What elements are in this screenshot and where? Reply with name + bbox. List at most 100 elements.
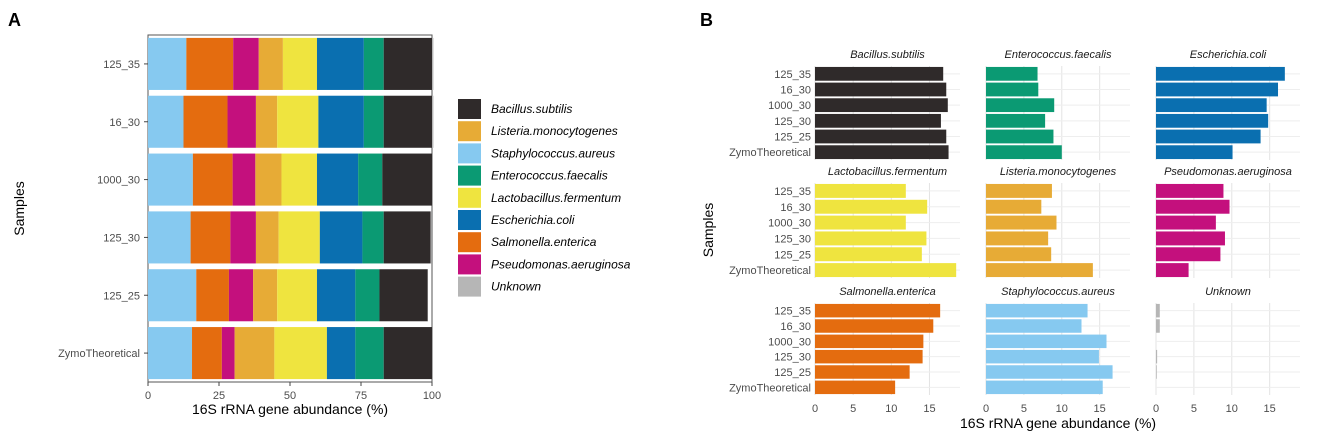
x-tick-label-b-10: 10	[885, 403, 897, 415]
facet-panel-lactobacillus-fermentum	[815, 183, 960, 278]
bar-b-escherichia-coli-16-30	[1156, 82, 1279, 97]
y-tick-label-b-16-30: 16_30	[780, 85, 811, 97]
legend-label-escherichia-coli: Escherichia.coli	[491, 213, 575, 227]
bar-b-unknown-125-25	[1156, 365, 1157, 379]
bar-a-125-30-enterococcus-faecalis	[362, 211, 384, 264]
bar-b-salmonella-enterica-125-25	[815, 365, 910, 379]
x-tick-label-b-5: 5	[1191, 403, 1197, 415]
legend-label-bacillus-subtilis: Bacillus.subtilis	[491, 102, 572, 116]
x-tick-label-b-10: 10	[1226, 403, 1238, 415]
bar-a-125-35-bacillus-subtilis	[383, 37, 432, 90]
bar-a-125-25-escherichia-coli	[316, 269, 356, 322]
bar-a-1000-30-enterococcus-faecalis	[358, 153, 383, 206]
bar-a-16-30-escherichia-coli	[318, 95, 364, 148]
bar-a-16-30-lactobacillus-fermentum	[277, 95, 319, 148]
legend-swatch-salmonella-enterica	[458, 232, 481, 253]
facet-panel-listeria-monocytogenes	[986, 183, 1130, 278]
legend-swatch-bacillus-subtilis	[458, 99, 481, 119]
bar-b-lactobacillus-fermentum-zymotheoretical	[815, 263, 957, 278]
bar-b-lactobacillus-fermentum-125-30	[815, 231, 927, 246]
bar-a-16-30-salmonella-enterica	[183, 95, 228, 148]
bar-a-16-30-pseudomonas-aeruginosa	[227, 95, 256, 148]
bar-b-lactobacillus-fermentum-16-30	[815, 199, 928, 214]
bar-a-zymotheoretical-enterococcus-faecalis	[355, 327, 384, 380]
bar-b-listeria-monocytogenes-125-35	[986, 183, 1052, 198]
bar-a-1000-30-lactobacillus-fermentum	[281, 153, 317, 206]
facet-panel-salmonella-enterica	[815, 303, 960, 395]
bar-a-1000-30-listeria-monocytogenes	[255, 153, 282, 206]
legend-swatch-listeria-monocytogenes	[458, 121, 481, 142]
legend-label-enterococcus-faecalis: Enterococcus.faecalis	[491, 169, 608, 183]
y-tick-label-a-zymotheoretical: ZymoTheoretical	[58, 348, 140, 360]
bar-a-125-35-staphylococcus-aureus	[148, 37, 187, 90]
x-tick-label-a-75: 75	[355, 390, 367, 402]
bar-b-listeria-monocytogenes-125-30	[986, 231, 1049, 246]
bar-b-escherichia-coli-125-35	[1156, 66, 1285, 81]
y-tick-label-b-zymotheoretical: ZymoTheoretical	[729, 147, 811, 159]
facet-title-salmonella-enterica: Salmonella.enterica	[839, 286, 936, 298]
y-tick-label-b-16-30: 16_30	[780, 321, 811, 333]
bar-a-1000-30-pseudomonas-aeruginosa	[232, 153, 256, 206]
bar-a-125-25-lactobacillus-fermentum	[277, 269, 317, 322]
facet-title-staphylococcus-aureus: Staphylococcus.aureus	[1001, 286, 1115, 298]
bar-b-pseudomonas-aeruginosa-125-35	[1156, 183, 1224, 198]
y-tick-label-a-125-25: 125_25	[103, 290, 140, 302]
bar-b-staphylococcus-aureus-125-30	[986, 349, 1099, 364]
x-tick-label-b-0: 0	[1153, 403, 1159, 415]
facet-title-bacillus-subtilis: Bacillus.subtilis	[850, 49, 925, 61]
bar-b-staphylococcus-aureus-125-35	[986, 303, 1088, 318]
bar-a-zymotheoretical-bacillus-subtilis	[383, 327, 432, 380]
bar-a-125-30-bacillus-subtilis	[383, 211, 431, 264]
bar-b-escherichia-coli-125-30	[1156, 113, 1269, 128]
bar-a-1000-30-staphylococcus-aureus	[148, 153, 193, 206]
x-tick-label-a-100: 100	[423, 390, 441, 402]
y-tick-label-b-125-30: 125_30	[774, 352, 811, 364]
x-tick-label-b-15: 15	[1094, 403, 1106, 415]
facet-title-pseudomonas-aeruginosa: Pseudomonas.aeruginosa	[1164, 166, 1292, 178]
bar-a-125-35-enterococcus-faecalis	[363, 37, 384, 90]
bar-b-listeria-monocytogenes-125-25	[986, 247, 1052, 262]
bar-a-125-35-salmonella-enterica	[186, 37, 234, 90]
y-tick-label-b-125-25: 125_25	[774, 367, 811, 379]
y-tick-label-b-125-35: 125_35	[774, 186, 811, 198]
y-axis-title-a: Samples	[11, 181, 27, 235]
bar-b-enterococcus-faecalis-1000-30	[986, 98, 1055, 113]
facet-panel-unknown	[1156, 303, 1300, 395]
bar-a-125-30-listeria-monocytogenes	[255, 211, 279, 264]
bar-b-enterococcus-faecalis-125-30	[986, 113, 1046, 128]
facet-title-enterococcus-faecalis: Enterococcus.faecalis	[1005, 49, 1112, 61]
bar-a-16-30-listeria-monocytogenes	[255, 95, 278, 148]
bar-a-125-35-unknown	[432, 37, 434, 90]
bar-b-unknown-125-35	[1156, 303, 1160, 318]
bar-b-salmonella-enterica-1000-30	[815, 334, 924, 349]
legend-label-unknown: Unknown	[491, 280, 541, 294]
legend-label-salmonella-enterica: Salmonella.enterica	[491, 235, 597, 249]
legend-swatch-unknown	[458, 276, 481, 297]
legend-label-pseudomonas-aeruginosa: Pseudomonas.aeruginosa	[491, 257, 631, 271]
bar-a-16-30-bacillus-subtilis	[383, 95, 432, 148]
bar-a-125-30-pseudomonas-aeruginosa	[230, 211, 256, 264]
bar-a-125-25-bacillus-subtilis	[379, 269, 428, 322]
facet-title-unknown: Unknown	[1205, 286, 1251, 298]
bar-b-pseudomonas-aeruginosa-1000-30	[1156, 215, 1216, 230]
x-axis-title-a: 16S rRNA gene abundance (%)	[192, 401, 388, 417]
bar-b-pseudomonas-aeruginosa-125-30	[1156, 231, 1225, 246]
bar-b-salmonella-enterica-125-35	[815, 303, 941, 318]
bar-a-125-25-staphylococcus-aureus	[148, 269, 197, 322]
facet-panel-pseudomonas-aeruginosa	[1156, 183, 1300, 278]
bar-a-125-35-escherichia-coli	[316, 37, 364, 90]
panel-a: A125_3516_301000_30125_30125_25ZymoTheor…	[8, 10, 631, 417]
bar-b-bacillus-subtilis-1000-30	[815, 98, 948, 113]
y-axis-title-b: Samples	[700, 203, 716, 257]
bar-a-zymotheoretical-listeria-monocytogenes	[234, 327, 275, 380]
y-tick-label-b-16-30: 16_30	[780, 202, 811, 214]
bar-b-pseudomonas-aeruginosa-16-30	[1156, 199, 1230, 214]
bar-b-enterococcus-faecalis-125-35	[986, 66, 1038, 81]
bar-b-escherichia-coli-zymotheoretical	[1156, 145, 1233, 160]
bar-b-bacillus-subtilis-125-35	[815, 66, 944, 81]
x-tick-label-a-25: 25	[213, 390, 225, 402]
bar-a-1000-30-bacillus-subtilis	[382, 153, 432, 206]
bar-b-pseudomonas-aeruginosa-125-25	[1156, 247, 1221, 262]
y-tick-label-b-zymotheoretical: ZymoTheoretical	[729, 265, 811, 277]
legend-label-lactobacillus-fermentum: Lactobacillus.fermentum	[491, 191, 621, 205]
